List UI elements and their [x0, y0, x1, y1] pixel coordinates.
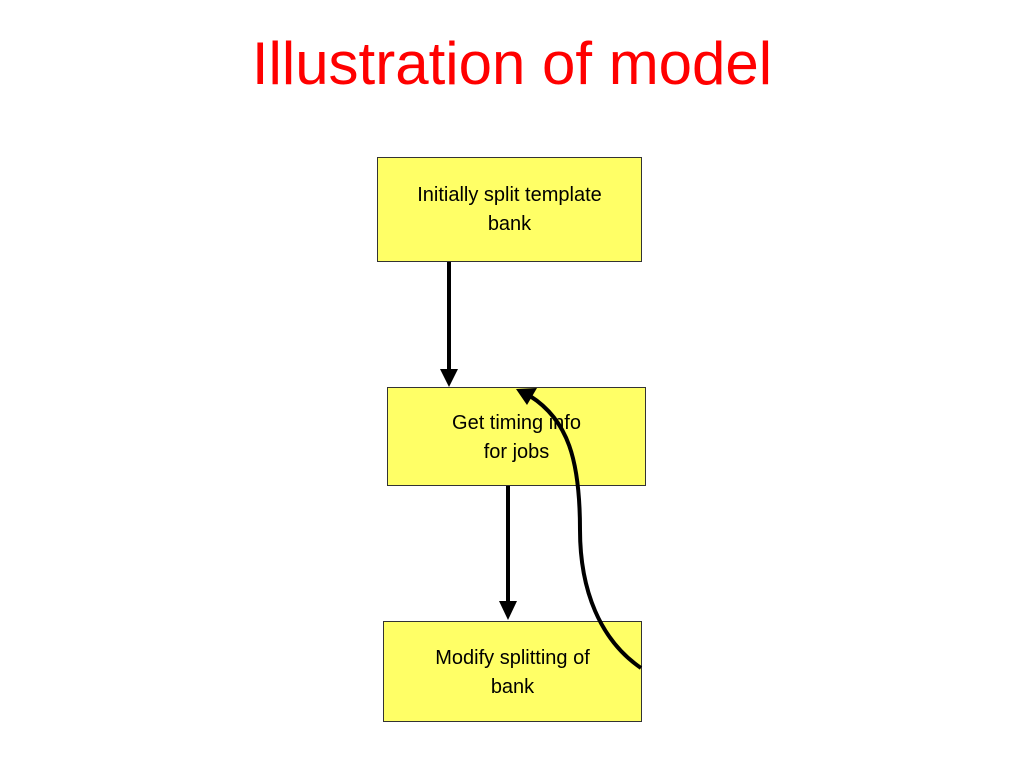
- node-get-timing-info: Get timing info for jobs: [387, 387, 646, 486]
- node-label-line: bank: [487, 213, 532, 235]
- node-label-line: Modify splitting of: [435, 647, 590, 669]
- node-label-line: bank: [490, 676, 535, 698]
- node-label-line: Get timing info: [452, 412, 581, 434]
- node-initially-split-template-bank: Initially split template bank: [377, 157, 642, 262]
- node-label-line: for jobs: [483, 441, 550, 463]
- arrow-timing-to-modify: [499, 486, 517, 620]
- slide-title: Illustration of model: [251, 30, 773, 97]
- node-label-line: Initially split template: [417, 184, 602, 206]
- arrow-split-to-timing: [440, 262, 458, 387]
- node-modify-splitting-of-bank: Modify splitting of bank: [383, 621, 642, 722]
